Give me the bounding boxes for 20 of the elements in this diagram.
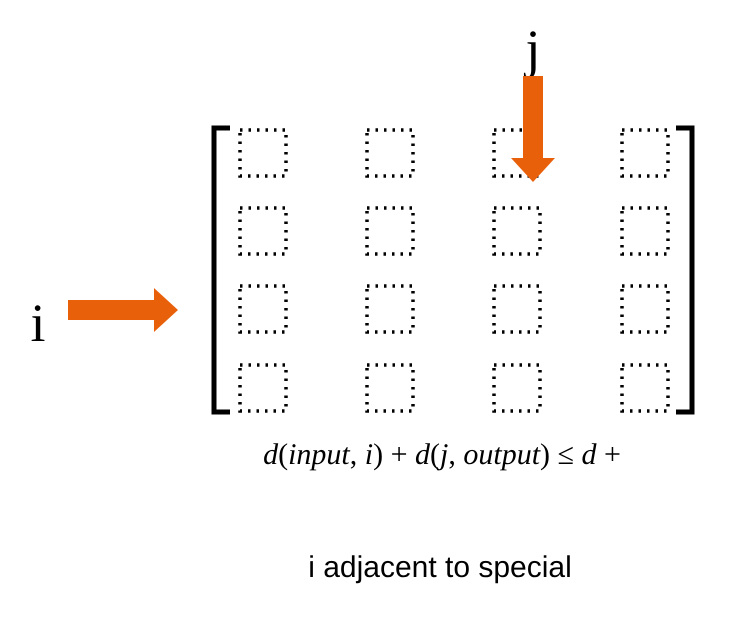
dotted-cell: [238, 284, 288, 334]
dotted-cell: [365, 128, 415, 178]
dotted-cell: [365, 284, 415, 334]
dotted-cell: [238, 128, 288, 178]
dotted-cell: [620, 284, 670, 334]
dotted-cell: [492, 363, 542, 413]
dotted-cell: [492, 206, 542, 256]
dotted-cell: [238, 206, 288, 256]
index-letter: i: [30, 296, 46, 350]
dotted-cell: [620, 206, 670, 256]
dotted-cell: [492, 284, 542, 334]
dotted-cell: [238, 363, 288, 413]
dotted-cell: [620, 363, 670, 413]
dotted-cell: [365, 206, 415, 256]
dotted-cell: [365, 363, 415, 413]
arrow: [511, 76, 555, 182]
formula: d(input, i) + d(j, output) ≤ d +: [262, 437, 622, 473]
arrow: [68, 288, 178, 332]
dotted-cell: [620, 128, 670, 178]
note-text: i adjacent to special: [307, 550, 573, 586]
